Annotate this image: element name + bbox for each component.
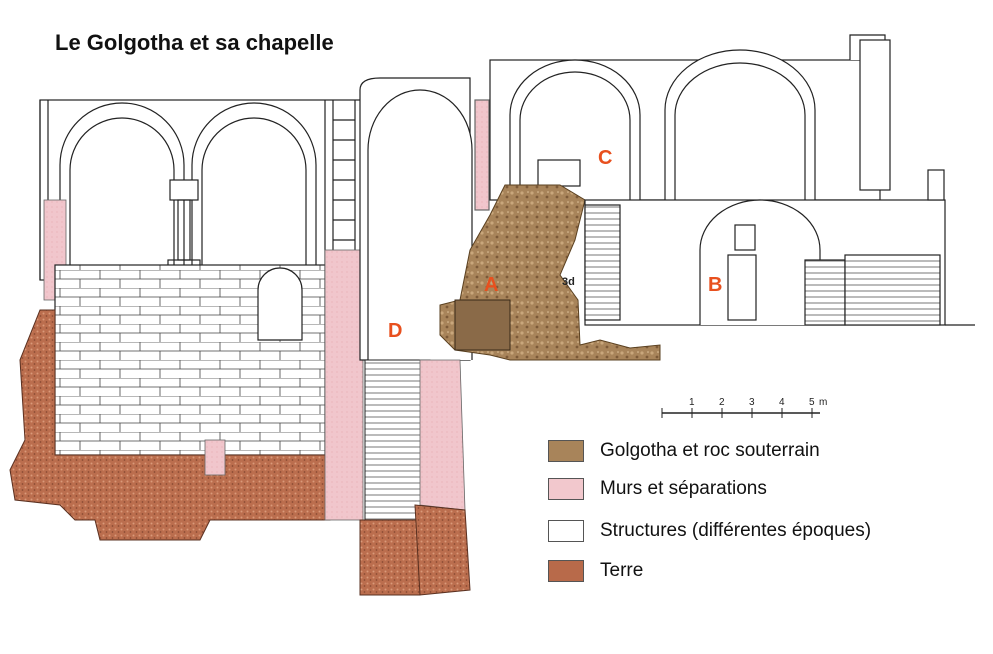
label-3d: 3d	[562, 276, 575, 288]
central-arch	[359, 77, 490, 361]
legend-item-structures: Structures (différentes époques)	[548, 520, 871, 542]
rock-chapel-cut	[454, 299, 511, 351]
scale-tick-5: 5	[809, 397, 815, 408]
terre-center	[414, 504, 471, 596]
scale-tick-4: 4	[779, 397, 785, 408]
legend-item-golgotha: Golgotha et roc souterrain	[548, 440, 820, 462]
scale-bar: 1 2 3 4 5 m	[661, 397, 827, 418]
legend-swatch-murs	[548, 478, 584, 500]
label-b: B	[708, 274, 722, 296]
left-arcade	[39, 99, 366, 281]
scale-unit: m	[819, 397, 827, 408]
label-a: A	[484, 274, 498, 296]
legend-swatch-golgotha	[548, 440, 584, 462]
pink-wall-d-left	[324, 249, 364, 521]
legend-label-structures: Structures (différentes époques)	[600, 520, 872, 541]
scale-tick-2: 2	[719, 397, 725, 408]
legend-item-murs: Murs et séparations	[548, 478, 767, 500]
pink-wall-d-right	[419, 359, 466, 511]
pink-post	[204, 439, 226, 476]
terre-shaft	[359, 519, 421, 596]
legend-swatch-terre	[548, 560, 584, 582]
right-arcade	[489, 34, 891, 201]
label-d: D	[388, 320, 402, 342]
scale-tick-3: 3	[749, 397, 755, 408]
page-title: Le Golgotha et sa chapelle	[55, 30, 334, 55]
scale-tick-1: 1	[689, 397, 695, 408]
legend-item-terre: Terre	[548, 560, 643, 582]
legend-label-murs: Murs et séparations	[600, 478, 767, 499]
chapel-b	[584, 169, 975, 326]
label-c: C	[598, 147, 612, 169]
terre-left	[9, 309, 331, 541]
legend-label-terre: Terre	[600, 560, 644, 581]
small-window	[257, 267, 303, 341]
legend-swatch-structures	[548, 520, 584, 542]
legend-label-golgotha: Golgotha et roc souterrain	[600, 440, 820, 461]
